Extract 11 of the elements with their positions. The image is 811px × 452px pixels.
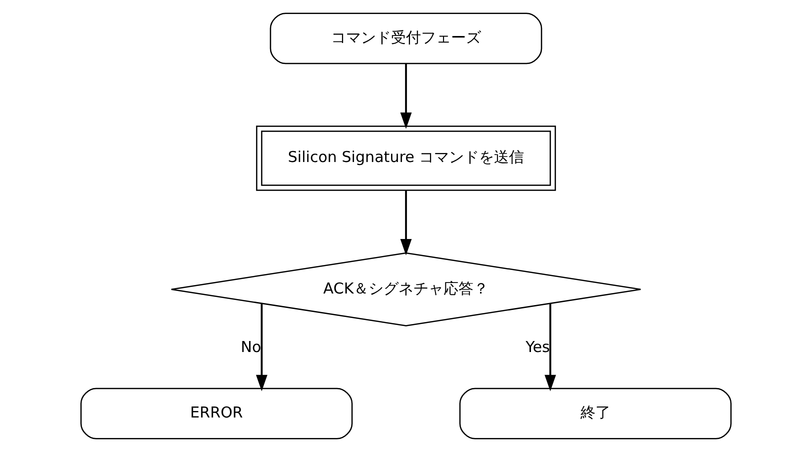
node-diamond: ACK＆シグネチャ応答？	[170, 252, 641, 326]
node-box: コマンド受付フェーズ	[269, 12, 542, 64]
arrow	[544, 304, 556, 392]
edge-label: No	[240, 338, 261, 356]
arrow	[255, 304, 267, 392]
node-box: Silicon Signature コマンドを送信	[256, 126, 556, 191]
node-box: 終了	[458, 388, 732, 440]
node-box: ERROR	[80, 388, 352, 440]
arrow	[400, 190, 412, 256]
arrow	[400, 64, 412, 129]
edge-label: Yes	[525, 338, 550, 356]
